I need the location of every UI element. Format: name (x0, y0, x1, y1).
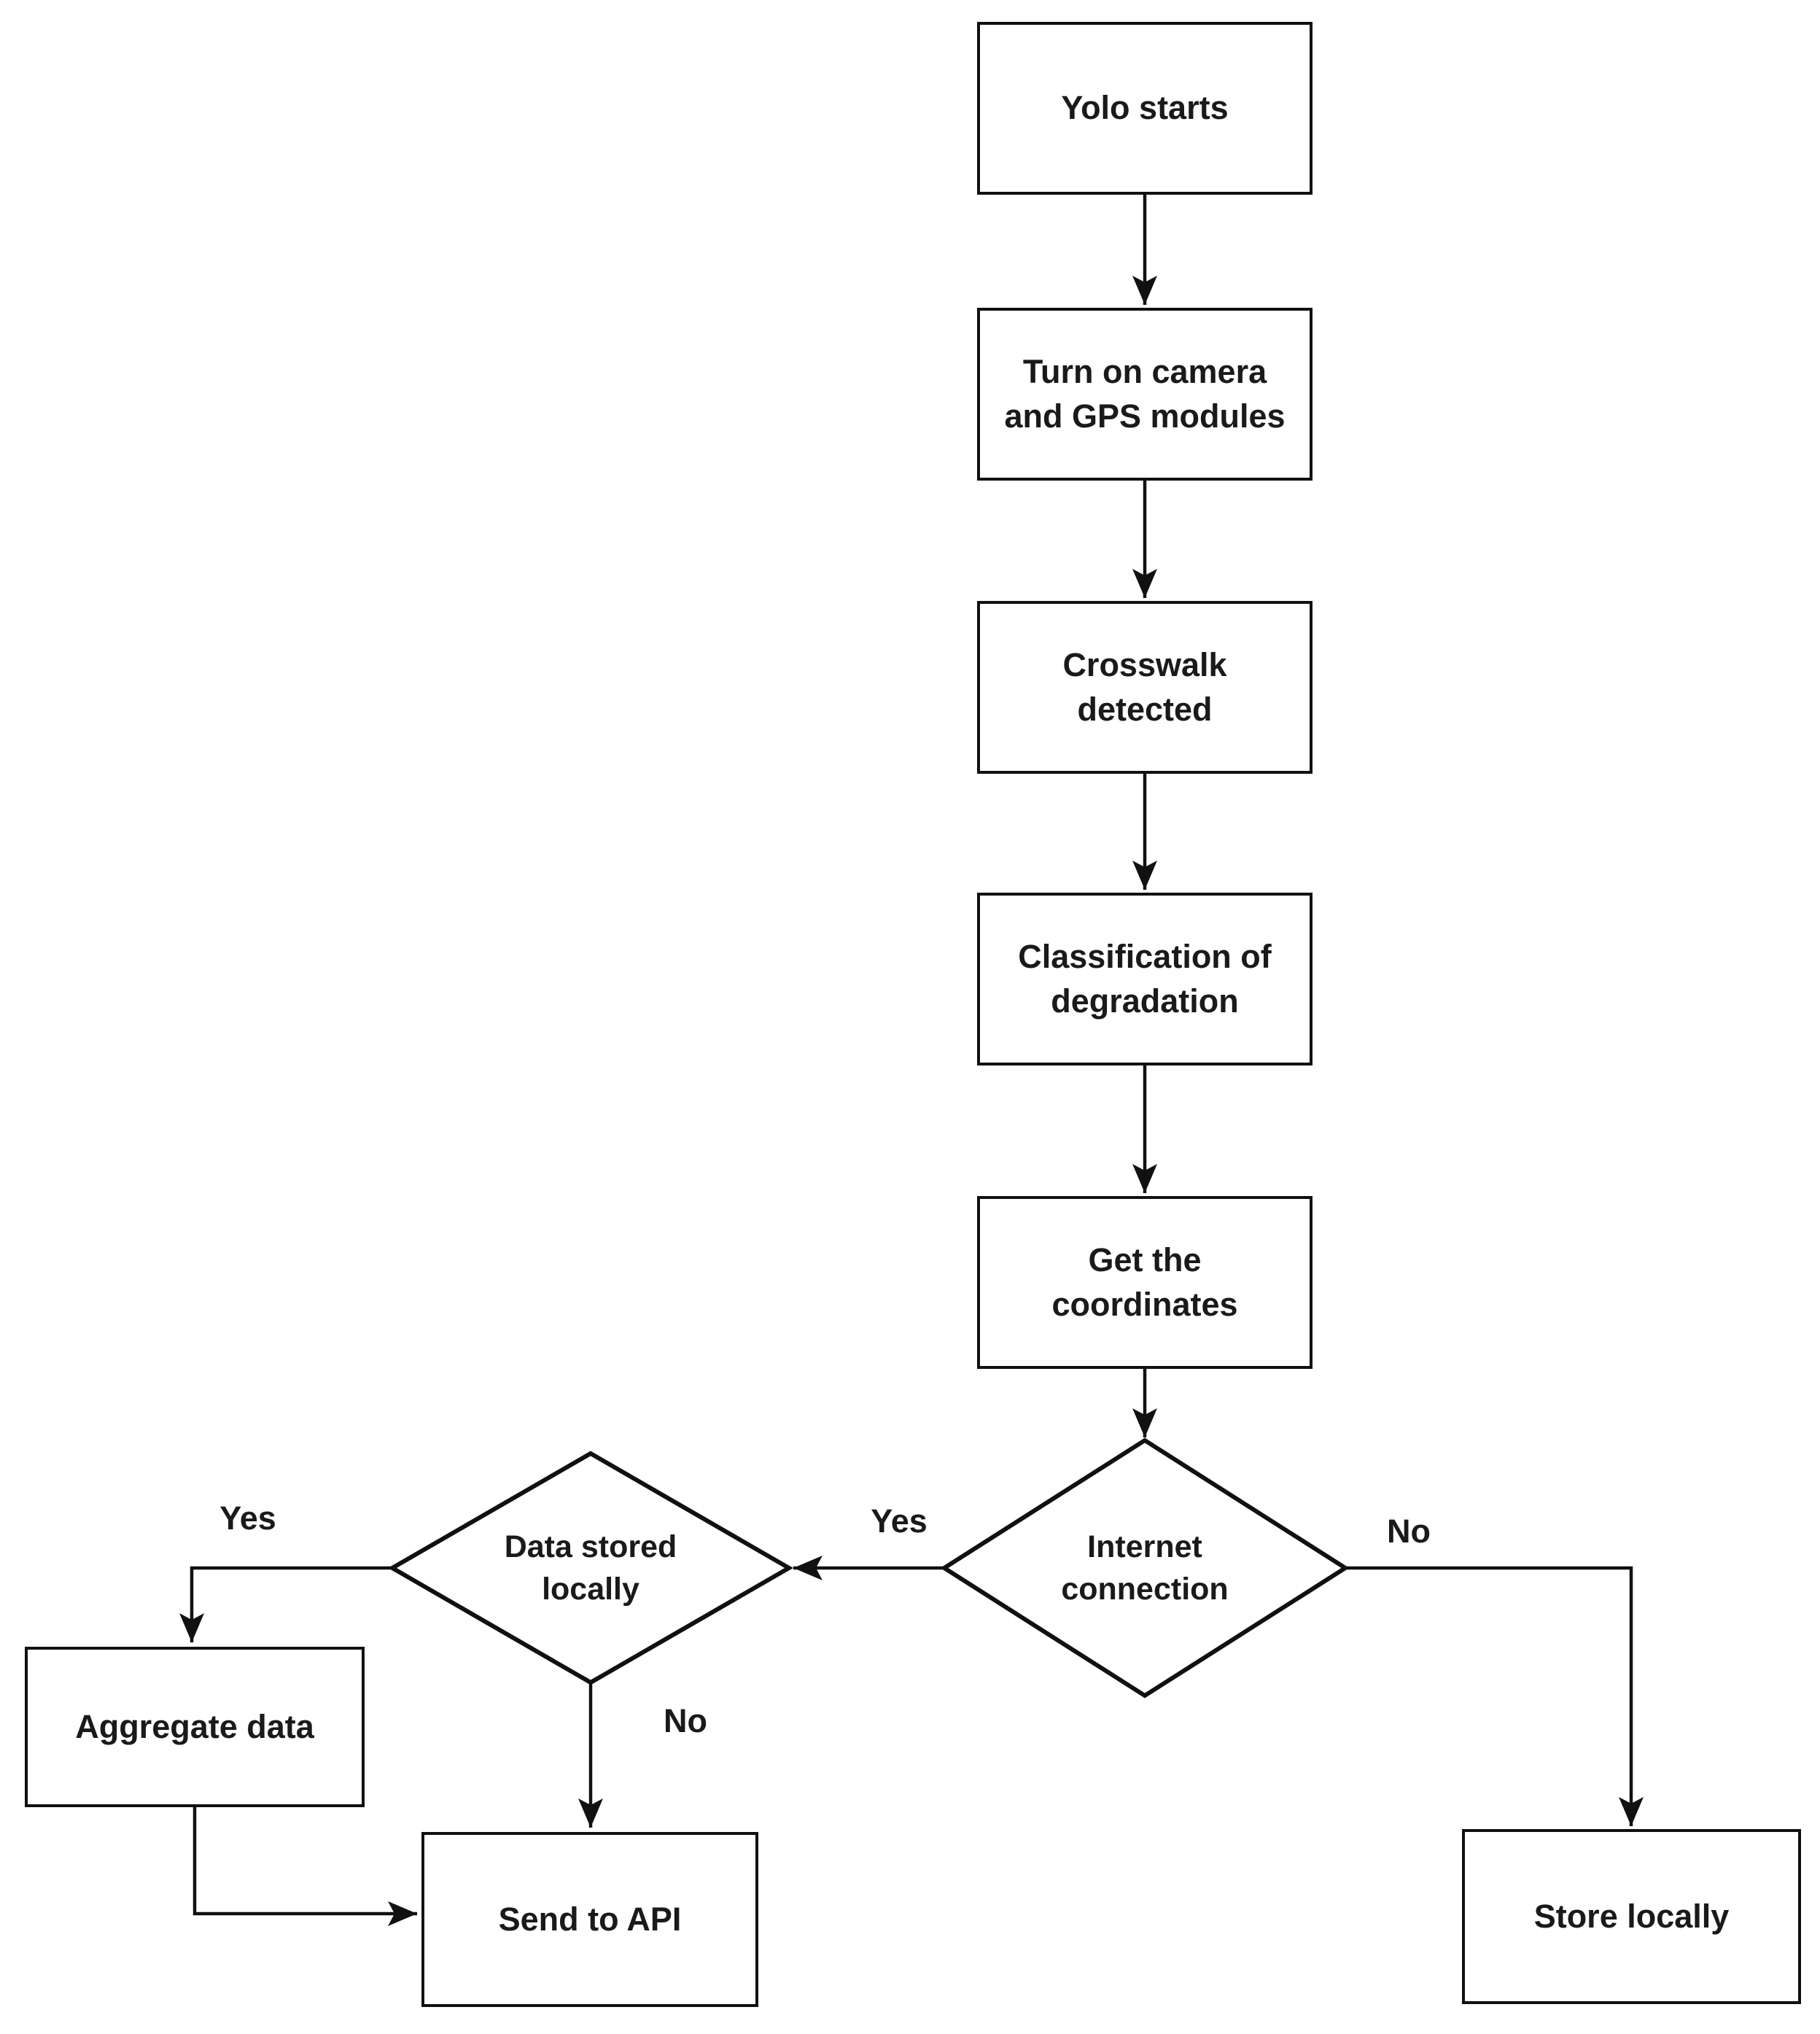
node-store-locally-label: Store locally (1533, 1897, 1730, 1935)
node-turn-on-camera: Turn on camera and GPS modules (977, 308, 1312, 481)
label-internet-yes: Yes (871, 1502, 928, 1540)
edge-aggregate-to-sendapi (192, 1807, 417, 1926)
node-aggregate-data-label: Aggregate data (75, 1707, 314, 1745)
node-classification-of-degradation-label: Classification of degradation (1018, 937, 1272, 1020)
node-aggregate-data: Aggregate data (25, 1647, 365, 1807)
label-internet-no: No (1387, 1513, 1431, 1550)
label-data-stored-no: No (664, 1702, 707, 1739)
node-send-to-api-label: Send to API (498, 1900, 682, 1938)
node-send-to-api: Send to API (421, 1832, 758, 2007)
node-crosswalk-detected-label: Crosswalk detected (1062, 645, 1227, 728)
label-data-stored-yes: Yes (219, 1499, 276, 1537)
node-turn-on-camera-label: Turn on camera and GPS modules (1004, 352, 1286, 435)
node-get-the-coordinates-label: Get the coordinates (1051, 1241, 1238, 1323)
node-classification-of-degradation: Classification of degradation (977, 893, 1312, 1065)
node-store-locally: Store locally (1462, 1829, 1801, 2004)
decision-internet-connection-shape (940, 1437, 1350, 1699)
edge-internet-no (1345, 1566, 1644, 1826)
decision-data-stored-locally-shape (387, 1451, 794, 1685)
node-yolo-starts: Yolo starts (977, 22, 1312, 195)
edge-data-stored-yes (179, 1566, 392, 1642)
node-yolo-starts-label: Yolo starts (1061, 89, 1229, 127)
node-get-the-coordinates: Get the coordinates (977, 1196, 1312, 1369)
node-crosswalk-detected: Crosswalk detected (977, 601, 1312, 774)
